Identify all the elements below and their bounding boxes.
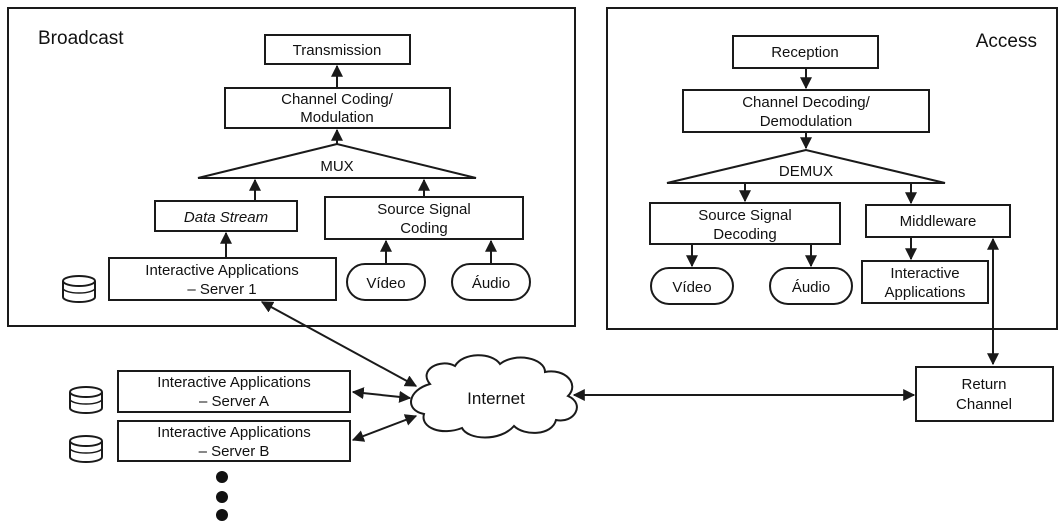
access-panel <box>606 7 1058 330</box>
server-a-label-2: – Server A <box>199 393 269 410</box>
return-channel-label-2: Channel <box>956 396 1012 413</box>
channel-coding-label-2: Modulation <box>300 109 373 126</box>
video-output-label: Vídeo <box>672 279 711 296</box>
ellipsis-dot <box>216 471 228 483</box>
server-b-label-1: Interactive Applications <box>157 424 310 441</box>
server1-label-1: Interactive Applications <box>145 262 298 279</box>
demux-triangle <box>666 148 946 184</box>
mux-triangle <box>197 142 477 179</box>
middleware-box <box>865 204 1011 238</box>
server1-label-2: – Server 1 <box>187 281 256 298</box>
audio-output-pill <box>769 267 853 305</box>
source-decoding-label-1: Source Signal <box>698 207 791 224</box>
interactive-apps-box <box>861 260 989 304</box>
video-output-pill <box>650 267 734 305</box>
arrow-serverb-internet <box>351 414 418 442</box>
reception-box <box>732 35 879 69</box>
audio-source-label: Áudio <box>472 275 510 292</box>
channel-decoding-label-2: Demodulation <box>760 113 853 130</box>
internet-label: Internet <box>467 389 525 408</box>
return-channel-label-1: Return <box>961 376 1006 393</box>
server-b-database-icon <box>69 435 103 463</box>
return-channel-box <box>915 366 1054 422</box>
server-a-database-icon <box>69 386 103 414</box>
ellipsis-dot <box>216 491 228 503</box>
server1-database-icon <box>62 275 96 303</box>
channel-decoding-box <box>682 89 930 133</box>
server1-box <box>108 257 337 301</box>
source-decoding-box <box>649 202 841 245</box>
server-b-label-2: – Server B <box>199 443 270 460</box>
ellipsis-dot <box>216 509 228 521</box>
access-title: Access <box>976 31 1037 52</box>
interactive-apps-label-1: Interactive <box>890 265 959 282</box>
arrow-servera-internet <box>351 387 412 403</box>
transmission-box <box>264 34 411 65</box>
audio-output-label: Áudio <box>792 279 830 296</box>
mux-label: MUX <box>320 158 353 175</box>
server-a-label-1: Interactive Applications <box>157 374 310 391</box>
transmission-label: Transmission <box>293 42 382 59</box>
data-stream-label: Data Stream <box>184 209 268 226</box>
arrow-server1-internet <box>260 301 418 387</box>
internet-cloud <box>410 354 578 439</box>
source-coding-label-2: Coding <box>400 220 448 237</box>
middleware-label: Middleware <box>900 213 977 230</box>
demux-label: DEMUX <box>779 163 833 180</box>
broadcast-title: Broadcast <box>38 28 124 49</box>
channel-decoding-label-1: Channel Decoding/ <box>742 94 870 111</box>
data-stream-box <box>154 200 298 232</box>
interactive-apps-label-2: Applications <box>885 284 966 301</box>
video-source-label: Vídeo <box>366 275 405 292</box>
channel-coding-label-1: Channel Coding/ <box>281 91 394 108</box>
source-decoding-label-2: Decoding <box>713 226 776 243</box>
channel-coding-box <box>224 87 451 129</box>
source-coding-label-1: Source Signal <box>377 201 470 218</box>
server-b-box <box>117 420 351 462</box>
reception-label: Reception <box>771 44 839 61</box>
